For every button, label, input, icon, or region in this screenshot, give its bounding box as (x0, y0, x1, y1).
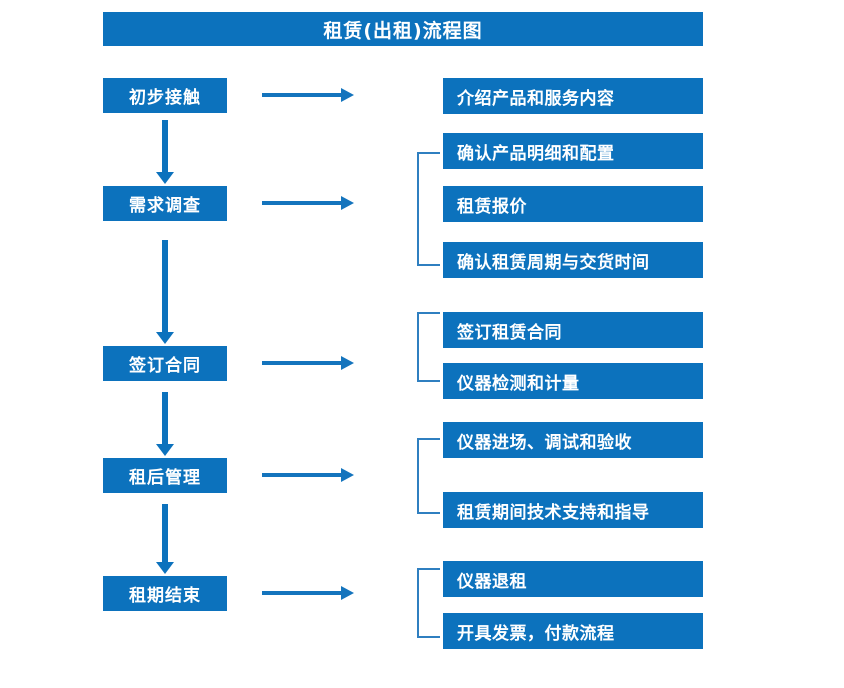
arrow-shaft (162, 392, 168, 444)
detail-box-7[interactable]: 仪器进场、调试和验收 (443, 422, 703, 458)
detail-box-8[interactable]: 租赁期间技术支持和指导 (443, 492, 703, 528)
arrow-head (341, 88, 354, 102)
horizontal-arrow-3 (262, 356, 354, 370)
detail-box-4[interactable]: 确认租赁周期与交货时间 (443, 242, 703, 278)
vertical-arrow-3 (154, 392, 176, 456)
horizontal-arrow-1 (262, 88, 354, 102)
arrow-shaft (262, 473, 342, 477)
detail-box-6[interactable]: 仪器检测和计量 (443, 363, 703, 399)
group-bracket-4 (417, 568, 440, 638)
arrow-shaft (162, 120, 168, 172)
arrow-head (341, 468, 354, 482)
arrow-head (156, 444, 174, 456)
detail-box-3[interactable]: 租赁报价 (443, 186, 703, 222)
arrow-shaft (162, 504, 168, 562)
arrow-shaft (262, 93, 342, 97)
arrow-head (156, 332, 174, 344)
stage-box-4[interactable]: 租后管理 (103, 458, 227, 493)
group-bracket-3 (417, 438, 440, 514)
arrow-head (156, 562, 174, 574)
vertical-arrow-1 (154, 120, 176, 184)
arrow-shaft (162, 240, 168, 332)
detail-box-9[interactable]: 仪器退租 (443, 561, 703, 597)
page-title: 租赁(出租)流程图 (103, 12, 703, 46)
stage-box-3[interactable]: 签订合同 (103, 346, 227, 381)
detail-box-2[interactable]: 确认产品明细和配置 (443, 133, 703, 169)
horizontal-arrow-5 (262, 586, 354, 600)
detail-box-10[interactable]: 开具发票，付款流程 (443, 613, 703, 649)
stage-box-1[interactable]: 初步接触 (103, 78, 227, 113)
arrow-head (341, 586, 354, 600)
arrow-shaft (262, 591, 342, 595)
group-bracket-2 (417, 312, 440, 382)
stage-box-2[interactable]: 需求调查 (103, 186, 227, 221)
arrow-head (341, 356, 354, 370)
arrow-shaft (262, 361, 342, 365)
detail-box-5[interactable]: 签订租赁合同 (443, 312, 703, 348)
arrow-head (156, 172, 174, 184)
vertical-arrow-2 (154, 240, 176, 344)
vertical-arrow-4 (154, 504, 176, 574)
arrow-shaft (262, 201, 342, 205)
stage-box-5[interactable]: 租期结束 (103, 576, 227, 611)
detail-box-1[interactable]: 介绍产品和服务内容 (443, 78, 703, 114)
group-bracket-1 (417, 152, 440, 266)
horizontal-arrow-4 (262, 468, 354, 482)
horizontal-arrow-2 (262, 196, 354, 210)
arrow-head (341, 196, 354, 210)
